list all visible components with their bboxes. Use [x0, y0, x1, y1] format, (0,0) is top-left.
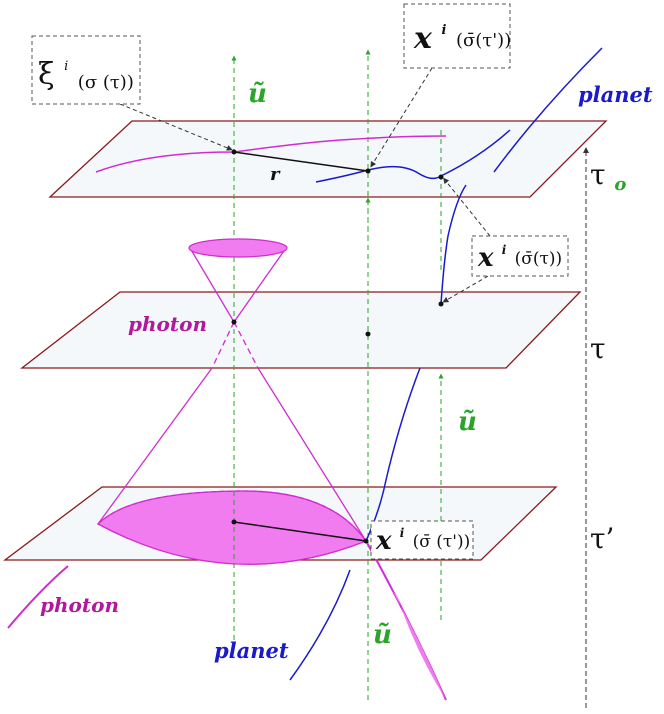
label-xi-main: ξ — [38, 57, 55, 92]
label-u-bot: ũ — [373, 620, 392, 650]
label-x-mid: x i (σ̄(τ)) — [477, 231, 562, 273]
point-planet-top — [438, 174, 444, 180]
label-x-bot: x i (σ̄ (τ')) — [375, 514, 470, 556]
label-tau: τ — [590, 332, 606, 365]
label-xi-sup: i — [64, 59, 68, 74]
cone-line-left-dashed — [211, 321, 235, 369]
label-tau-prime: τ’ — [590, 522, 614, 555]
callout-box-x-top — [403, 3, 511, 69]
label-u-mid: ũ — [458, 407, 477, 437]
label-x-top: x i (σ̄(τ')) — [413, 7, 511, 56]
label-planet-bot: planet — [214, 638, 289, 663]
point-planet-middle — [438, 301, 444, 307]
cone-line-right-dashed — [233, 321, 259, 369]
label-xi-arg: (σ (τ)) — [78, 72, 134, 93]
label-planet-top: planet — [578, 82, 653, 107]
cone-line-left-lower — [97, 367, 213, 525]
cone-top-ellipse — [188, 238, 288, 258]
xi-trajectory — [95, 135, 447, 173]
point-x-top — [365, 168, 371, 174]
label-tau-o-main: τ — [590, 158, 606, 191]
point-photon-middle — [231, 319, 237, 325]
point-center-middle — [365, 331, 371, 337]
callout-box-x-bot — [370, 520, 474, 560]
planet-worldline-middle — [440, 184, 467, 305]
point-xi-top — [231, 149, 237, 155]
label-x-mid-arg: (σ̄(τ)) — [515, 249, 563, 269]
planet-worldline-upper — [315, 129, 511, 183]
label-xi: ξ i (σ (τ)) — [38, 43, 134, 93]
label-r: r — [270, 164, 281, 185]
photon-continuation-fill — [392, 590, 446, 700]
distance-r-bottom — [233, 521, 367, 542]
label-tau-o-sub: o — [614, 174, 626, 195]
cone-line-right-upper — [233, 247, 287, 323]
label-tau-o: τ o — [590, 158, 626, 195]
hypersurface-middle — [20, 291, 582, 369]
label-x-mid-main: x — [477, 243, 494, 273]
callout-box-xi — [31, 35, 141, 105]
label-u-top: ũ — [248, 79, 267, 109]
planet-worldline-lower — [365, 367, 421, 542]
leader-x-top — [370, 67, 433, 168]
leader-x-mid-up — [443, 177, 491, 237]
point-center-bottom — [231, 519, 237, 525]
distance-r-top — [233, 151, 369, 172]
label-photon-bot: photon — [40, 593, 119, 617]
label-x-bot-main: x — [375, 526, 392, 556]
label-x-top-main: x — [413, 21, 433, 56]
label-x-bot-arg: (σ̄ (τ')) — [413, 532, 471, 552]
label-x-mid-sup: i — [502, 243, 507, 257]
label-photon-mid: photon — [128, 312, 207, 336]
planet-worldline-top — [493, 47, 603, 173]
cone-line-right-lower — [257, 367, 367, 542]
planet-worldline-bottom — [289, 569, 351, 681]
cone-section-rim-dashed — [97, 490, 367, 542]
hypersurface-top — [48, 120, 608, 198]
point-x-bottom — [363, 538, 369, 544]
callout-box-x-mid — [471, 235, 569, 277]
leader-xi — [119, 103, 233, 151]
label-x-bot-sup: i — [400, 526, 405, 540]
leader-x-mid-down — [442, 275, 489, 303]
label-x-top-sup: i — [441, 23, 446, 38]
photon-incoming — [7, 565, 69, 629]
cone-line-left-upper — [189, 247, 235, 323]
label-x-top-arg: (σ̄(τ')) — [456, 30, 511, 51]
